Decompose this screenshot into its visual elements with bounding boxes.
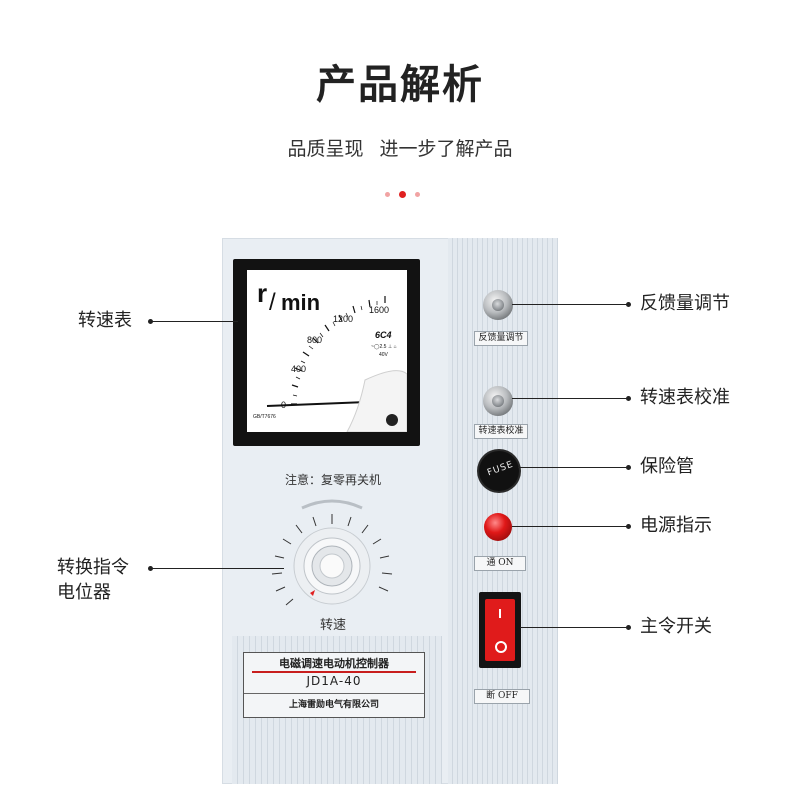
- calibration-plate: 转速表校准: [474, 424, 528, 439]
- pagination-dots: [385, 191, 425, 199]
- shutdown-notice: 注意：复零再关机: [285, 473, 382, 487]
- nameplate-red-line: [252, 671, 416, 673]
- callout-fuse: 保险管: [640, 456, 694, 477]
- feedback-adjust-screw[interactable]: [483, 290, 513, 320]
- company-name: 上海雷勋电气有限公司: [288, 700, 379, 710]
- switch-on-mark-icon: [499, 609, 501, 618]
- fuse-holder[interactable]: FUSE: [479, 451, 519, 491]
- page-title: 产品解析: [316, 62, 484, 108]
- callout-line-fuse: [518, 467, 628, 468]
- main-power-switch[interactable]: [479, 592, 521, 668]
- pagination-dot: [385, 192, 390, 197]
- callout-potentiometer-line1: 转换指令: [57, 557, 129, 578]
- callout-calibration: 转速表校准: [640, 387, 730, 408]
- pagination-dot: [415, 192, 420, 197]
- tick-label-1200: 1200: [333, 314, 353, 324]
- svg-text:/: /: [269, 289, 276, 316]
- calibration-screw[interactable]: [483, 386, 513, 416]
- meter-spec: ~◯2.5 ⊥ ⌂: [371, 344, 397, 350]
- power-indicator-led: [484, 513, 512, 541]
- on-plate: 通 ON: [474, 556, 526, 571]
- unit-r: r: [257, 278, 267, 308]
- off-plate: 断 OFF: [474, 689, 530, 704]
- meter-model: 6C4: [375, 330, 392, 340]
- product-name: 电磁调速电动机控制器: [279, 657, 389, 670]
- callout-potentiometer-line2: 电位器: [57, 582, 111, 603]
- callout-line-calibration: [512, 398, 628, 399]
- product-model: JD1A-40: [306, 674, 362, 688]
- callout-dot-fuse: [626, 465, 631, 470]
- tachometer-dial: r / min 0 400 800 1200 1600 6C4 ~◯2.5 ⊥ …: [253, 278, 408, 433]
- meter-voltage: 40V: [379, 352, 389, 358]
- page-subtitle: 品质呈现 进一步了解产品: [287, 138, 513, 160]
- switch-off-mark-icon: [495, 641, 507, 653]
- nameplate-divider: [244, 693, 424, 694]
- unit-min: min: [281, 290, 320, 315]
- speed-knob-label: 转速: [320, 618, 347, 633]
- callout-dot-power: [626, 524, 631, 529]
- tick-label-0: 0: [281, 400, 286, 410]
- callout-tachometer: 转速表: [78, 310, 132, 331]
- nameplate: 电磁调速电动机控制器 JD1A-40 上海雷勋电气有限公司: [243, 652, 425, 718]
- callout-line-switch: [520, 627, 628, 628]
- tick-label-400: 400: [291, 364, 306, 374]
- rocker-face[interactable]: [485, 599, 515, 661]
- speed-knob-dial[interactable]: [262, 486, 402, 616]
- tachometer: r / min 0 400 800 1200 1600 6C4 ~◯2.5 ⊥ …: [233, 259, 420, 446]
- callout-feedback: 反馈量调节: [640, 293, 730, 314]
- tick-label-800: 800: [307, 335, 322, 345]
- meter-standard: GB/T7676: [253, 414, 276, 420]
- feedback-plate: 反馈量调节: [474, 331, 528, 346]
- callout-dot-tachometer: [148, 319, 153, 324]
- callout-dot-calibration: [626, 396, 631, 401]
- callout-power-indicator: 电源指示: [640, 515, 712, 536]
- tachometer-face: r / min 0 400 800 1200 1600 6C4 ~◯2.5 ⊥ …: [247, 270, 408, 433]
- callout-dot-switch: [626, 625, 631, 630]
- callout-line-tachometer: [150, 321, 238, 322]
- callout-main-switch: 主令开关: [640, 616, 712, 637]
- callout-line-feedback: [512, 304, 628, 305]
- fuse-label: FUSE: [486, 459, 516, 479]
- callout-dot-potentiometer: [148, 566, 153, 571]
- pagination-dot-active: [399, 191, 406, 198]
- callout-line-potentiometer: [150, 568, 284, 569]
- callout-dot-feedback: [626, 302, 631, 307]
- tick-label-1600: 1600: [369, 305, 389, 315]
- callout-line-power: [512, 526, 628, 527]
